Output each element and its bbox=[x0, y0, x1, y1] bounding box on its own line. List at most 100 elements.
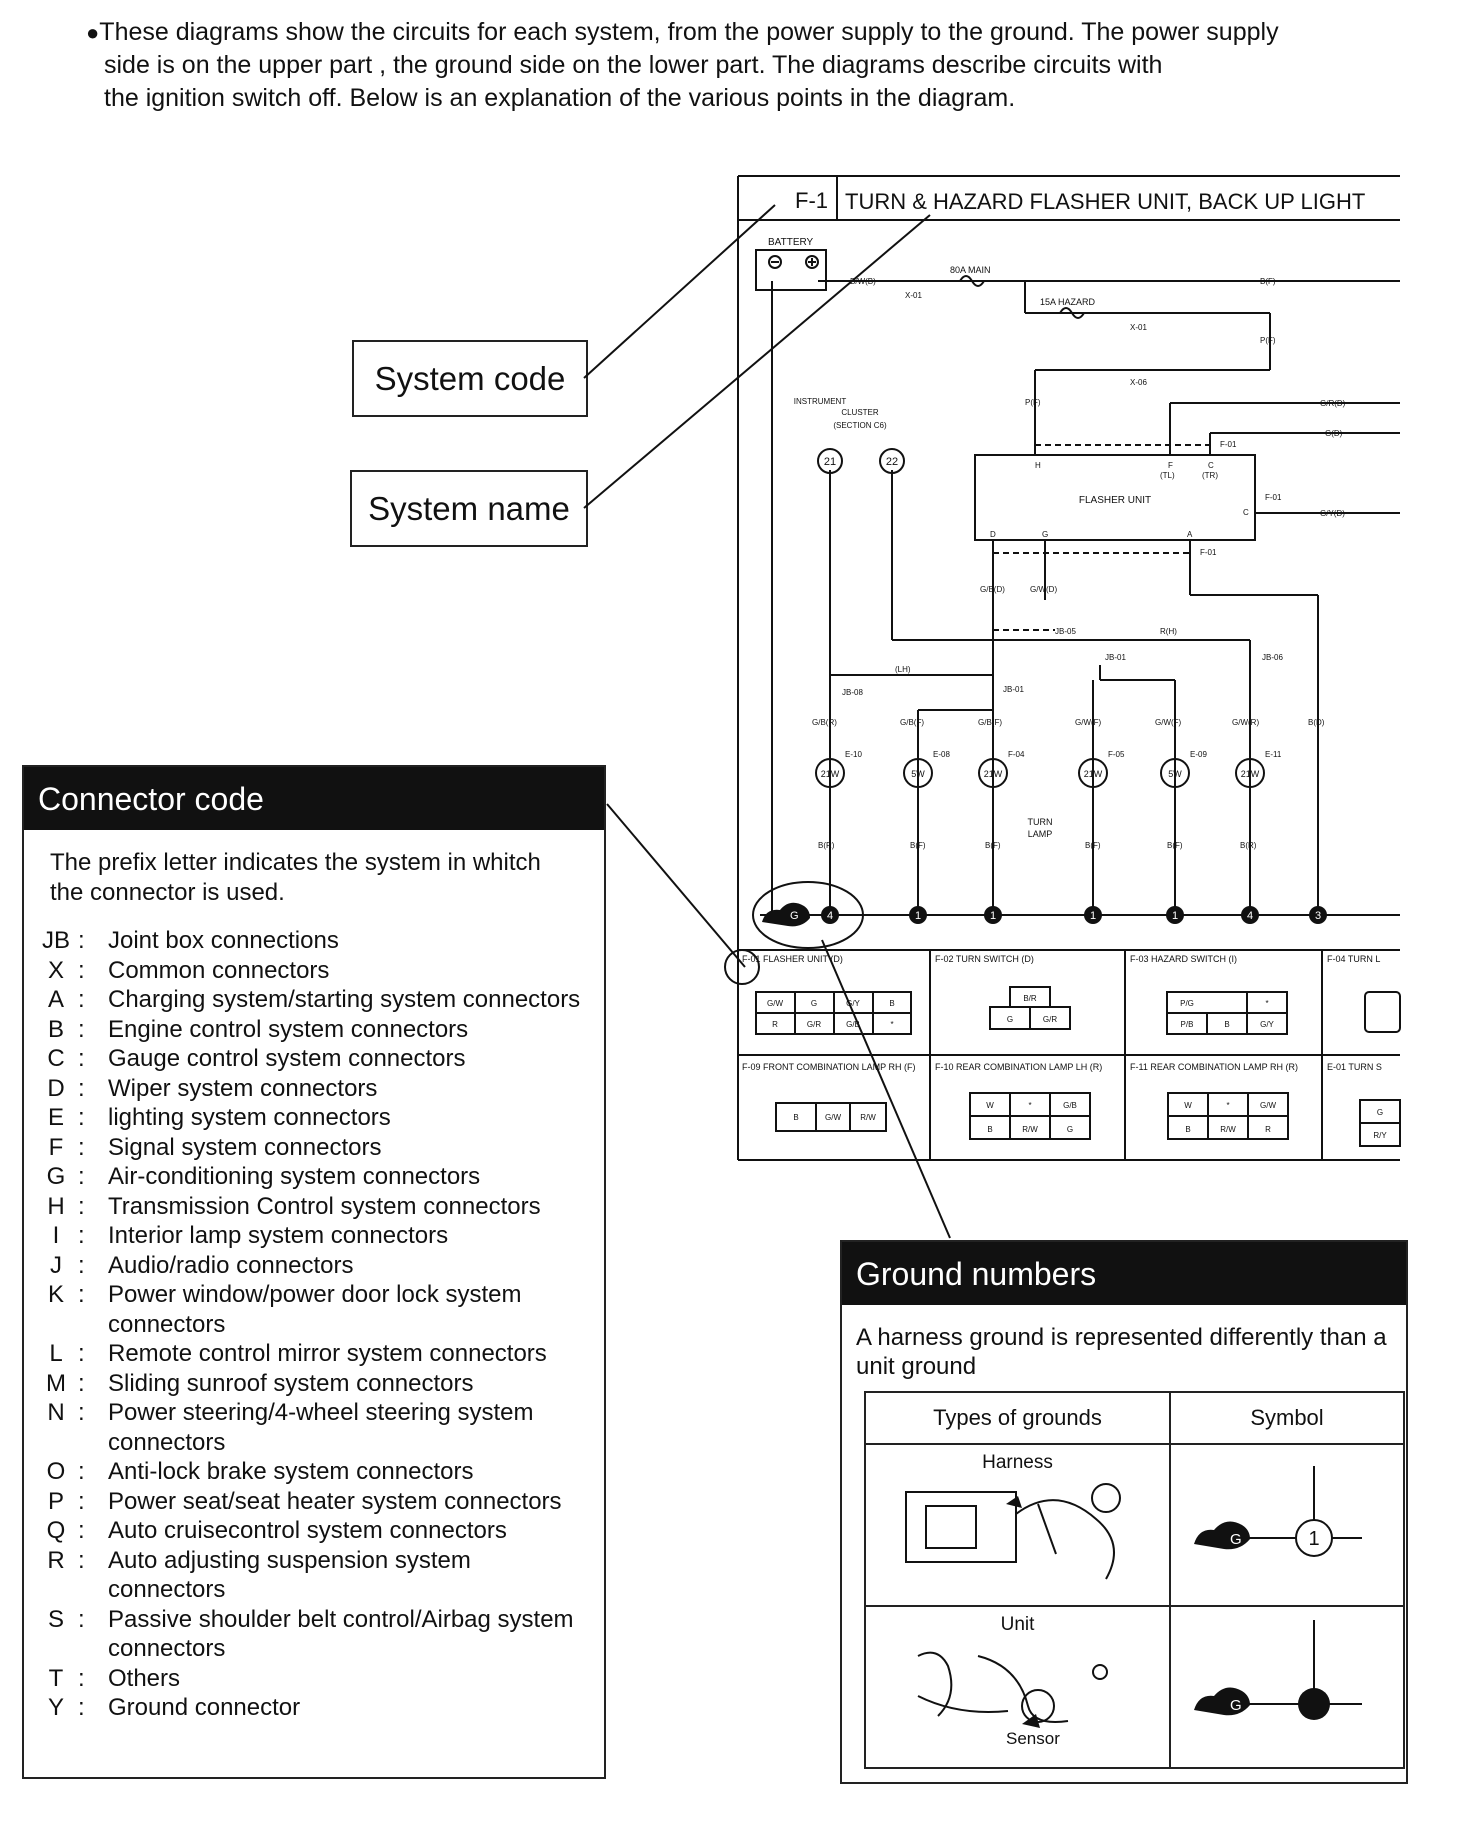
turn-lamp-label-1: TURN bbox=[1028, 817, 1053, 827]
connector-code-item: A:Charging system/starting system connec… bbox=[34, 985, 592, 1015]
connector-code-letter: Q bbox=[46, 1517, 66, 1544]
connector-cell: B bbox=[987, 1125, 992, 1134]
connector-cell: G bbox=[1067, 1125, 1073, 1134]
connector-code-item: E:lighting system connectors bbox=[34, 1103, 592, 1133]
connector-code-letter: F bbox=[48, 1133, 64, 1161]
connector-code-item: R:Auto adjusting suspension system conne… bbox=[34, 1546, 592, 1605]
connector-cell: W bbox=[986, 1101, 994, 1110]
table-row: Unit Sensor bbox=[864, 1605, 1405, 1769]
connector-label: F-04 bbox=[1008, 750, 1025, 759]
connector-cell: R bbox=[1265, 1125, 1271, 1134]
ground-types-table: Types of grounds Symbol Harness bbox=[864, 1391, 1405, 1769]
bulb-label: 21W bbox=[984, 769, 1003, 779]
connector-code-description: Transmission Control system connectors bbox=[108, 1192, 541, 1220]
connector-cell: * bbox=[1028, 1101, 1031, 1110]
intro-line-3: the ignition switch off. Below is an exp… bbox=[104, 84, 1016, 112]
connector-box-title: E-01 TURN S bbox=[1327, 1062, 1382, 1072]
connector-cell: B bbox=[793, 1113, 798, 1122]
flasher-pin: C bbox=[1243, 508, 1249, 517]
connector-code-letter: J bbox=[50, 1251, 62, 1279]
cluster-pin-21: 21 bbox=[824, 456, 836, 468]
ground-symbol-icon bbox=[762, 902, 810, 927]
wire-label: G/B(F) bbox=[900, 718, 924, 727]
separator-colon: : bbox=[78, 1163, 85, 1190]
symbol-column-header: Symbol bbox=[1169, 1391, 1405, 1445]
connector-code-item: G:Air-conditioning system connectors bbox=[34, 1162, 592, 1192]
ground-symbol-letter: G bbox=[790, 910, 799, 922]
table-row: Harness bbox=[864, 1443, 1405, 1607]
connector-code-description: Passive shoulder belt control/Airbag sys… bbox=[108, 1605, 574, 1663]
connector-code-description: Sliding sunroof system connectors bbox=[108, 1369, 474, 1397]
connector-label: F-01 bbox=[1220, 440, 1237, 449]
separator-colon: : bbox=[78, 1222, 85, 1249]
separator-colon: : bbox=[78, 1605, 85, 1633]
flasher-pin: C bbox=[1208, 461, 1214, 470]
harness-symbol-number: 1 bbox=[1308, 1528, 1319, 1550]
connector-cell: R/W bbox=[1220, 1125, 1236, 1134]
instrument-cluster-label-1: INSTRUMENT bbox=[794, 397, 847, 406]
connector-code-description: Power steering/4-wheel steering system c… bbox=[108, 1399, 534, 1456]
types-column-header: Types of grounds bbox=[864, 1391, 1171, 1445]
separator-colon: : bbox=[78, 1074, 85, 1102]
connector-box-title: F-09 FRONT COMBINATION LAMP RH (F) bbox=[742, 1062, 916, 1072]
flasher-pin: F bbox=[1168, 461, 1173, 470]
separator-colon: : bbox=[78, 1694, 85, 1721]
connector-label: X-01 bbox=[905, 291, 922, 300]
connector-cell: W bbox=[1184, 1101, 1192, 1110]
harness-ground-cell: Harness bbox=[864, 1443, 1171, 1607]
diagram-system-title: TURN & HAZARD FLASHER UNIT, BACK UP LIGH… bbox=[845, 189, 1365, 214]
flasher-pin: D bbox=[990, 530, 996, 539]
connector-label: E-09 bbox=[1190, 750, 1207, 759]
connector-label: JB-06 bbox=[1262, 653, 1283, 662]
connector-code-item: T:Others bbox=[34, 1664, 592, 1694]
connector-code-description: Power window/power door lock system conn… bbox=[108, 1281, 522, 1338]
fuse-hazard-label: 15A HAZARD bbox=[1040, 297, 1096, 307]
connector-code-description: lighting system connectors bbox=[108, 1104, 391, 1131]
ground-number: 4 bbox=[827, 910, 833, 922]
connector-label: X-01 bbox=[1130, 323, 1147, 332]
wire-label: G/B(D) bbox=[980, 585, 1005, 594]
turn-lamp-label-2: LAMP bbox=[1028, 829, 1053, 839]
connector-cell: B bbox=[1185, 1125, 1190, 1134]
connector-code-item: JB:Joint box connections bbox=[34, 926, 592, 956]
wire-label: G/Y(D) bbox=[1320, 509, 1345, 518]
connector-code-letter: T bbox=[48, 1664, 64, 1692]
instrument-cluster-label-2: CLUSTER bbox=[841, 408, 879, 417]
connector-cell: R/W bbox=[860, 1113, 876, 1122]
connector-code-item: M:Sliding sunroof system connectors bbox=[34, 1369, 592, 1399]
connector-box-title: F-11 REAR COMBINATION LAMP RH (R) bbox=[1130, 1062, 1298, 1072]
intro-line-1: These diagrams show the circuits for eac… bbox=[99, 18, 1279, 46]
connector-cell: * bbox=[1265, 999, 1268, 1008]
wire-label: B(D) bbox=[1308, 718, 1325, 727]
connector-cell: B bbox=[1224, 1020, 1229, 1029]
wire-label: B/W(B) bbox=[850, 277, 876, 286]
connector-code-item: L:Remote control mirror system connector… bbox=[34, 1339, 592, 1369]
flasher-pin: G bbox=[1042, 530, 1048, 539]
connector-cell: G/R bbox=[1043, 1015, 1057, 1024]
flasher-pin: H bbox=[1035, 461, 1041, 470]
connector-code-letter: R bbox=[47, 1546, 65, 1574]
connector-code-letter: X bbox=[47, 956, 64, 984]
connector-cell: R bbox=[772, 1020, 778, 1029]
wire-label: G/B(R) bbox=[812, 718, 837, 727]
connector-cell: P/G bbox=[1180, 999, 1194, 1008]
ground-numbers-intro: A harness ground is represented differen… bbox=[856, 1324, 1387, 1380]
flasher-pin: (TR) bbox=[1202, 471, 1218, 480]
connector-label: E-10 bbox=[845, 750, 862, 759]
connector-cell: G/Y bbox=[846, 999, 860, 1008]
connector-code-letter: L bbox=[49, 1340, 63, 1367]
harness-symbol-cell: G 1 bbox=[1169, 1443, 1405, 1607]
system-name-label: System name bbox=[368, 489, 570, 527]
wire-label: B(F) bbox=[910, 841, 926, 850]
connector-code-description: Joint box connections bbox=[108, 927, 339, 954]
connector-code-description: Remote control mirror system connectors bbox=[108, 1340, 547, 1367]
connector-cell: G/R bbox=[807, 1020, 821, 1029]
separator-colon: : bbox=[78, 1517, 85, 1544]
connector-box-title: F-10 REAR COMBINATION LAMP LH (R) bbox=[935, 1062, 1102, 1072]
unit-label: Unit bbox=[1000, 1614, 1035, 1635]
ground-number: 1 bbox=[990, 910, 996, 922]
connector-cell: P/B bbox=[1181, 1020, 1194, 1029]
separator-colon: : bbox=[78, 1546, 85, 1574]
separator-colon: : bbox=[78, 1045, 85, 1072]
